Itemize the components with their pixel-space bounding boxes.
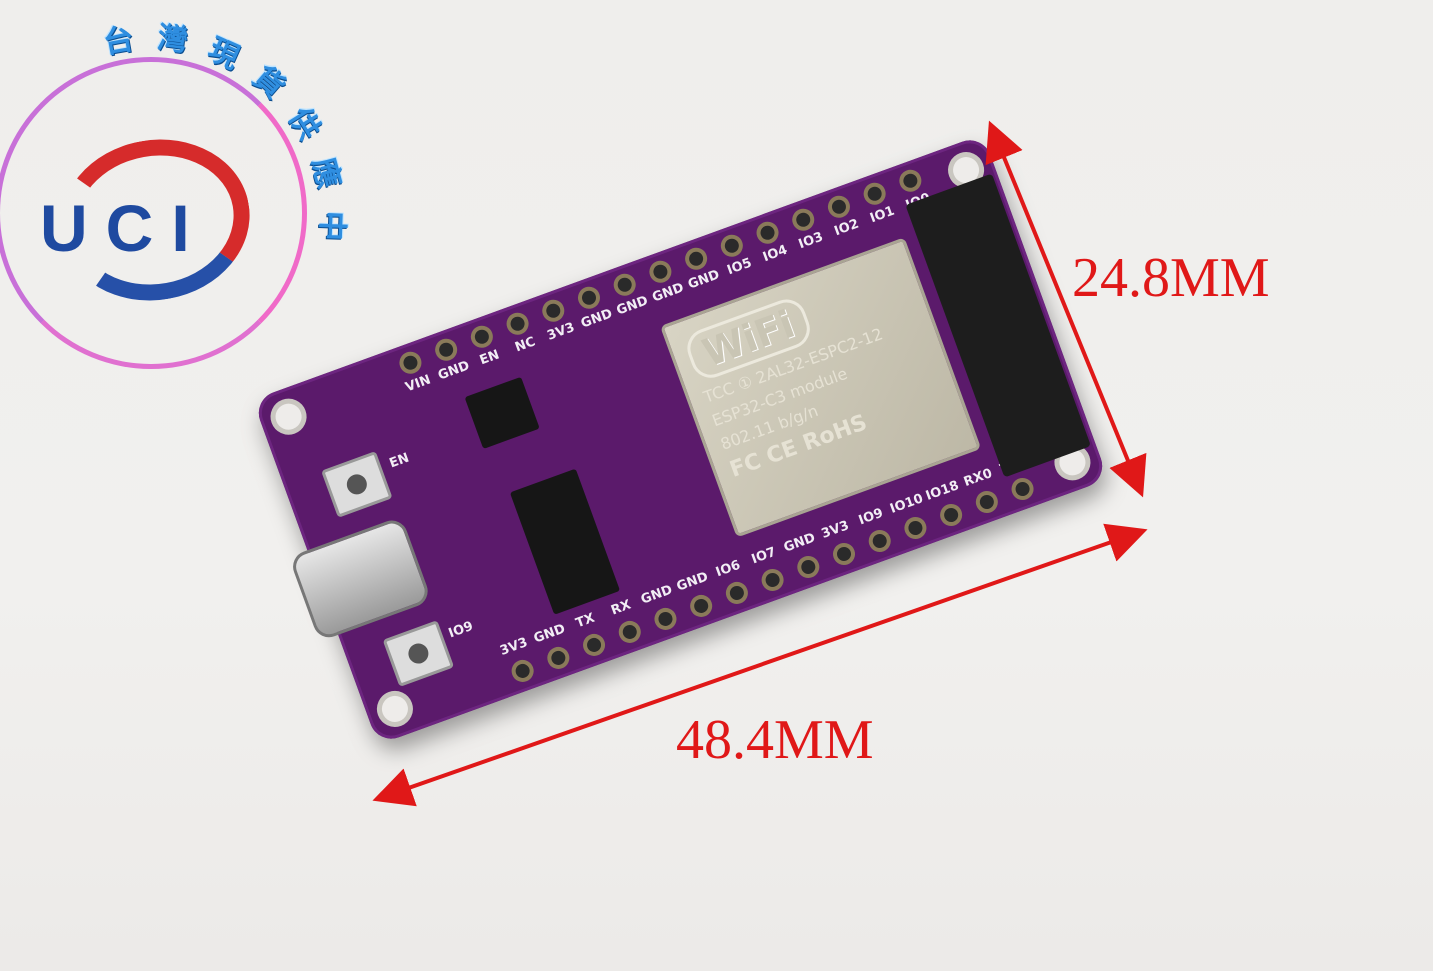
length-dimension-label: 48.4MM — [676, 709, 874, 771]
width-dimension-label: 24.8MM — [1072, 247, 1270, 309]
length-arrow — [372, 523, 1148, 807]
logo-brand-text: UCI — [40, 191, 208, 265]
brand-logo-ring — [0, 57, 307, 369]
width-arrow — [985, 120, 1147, 498]
